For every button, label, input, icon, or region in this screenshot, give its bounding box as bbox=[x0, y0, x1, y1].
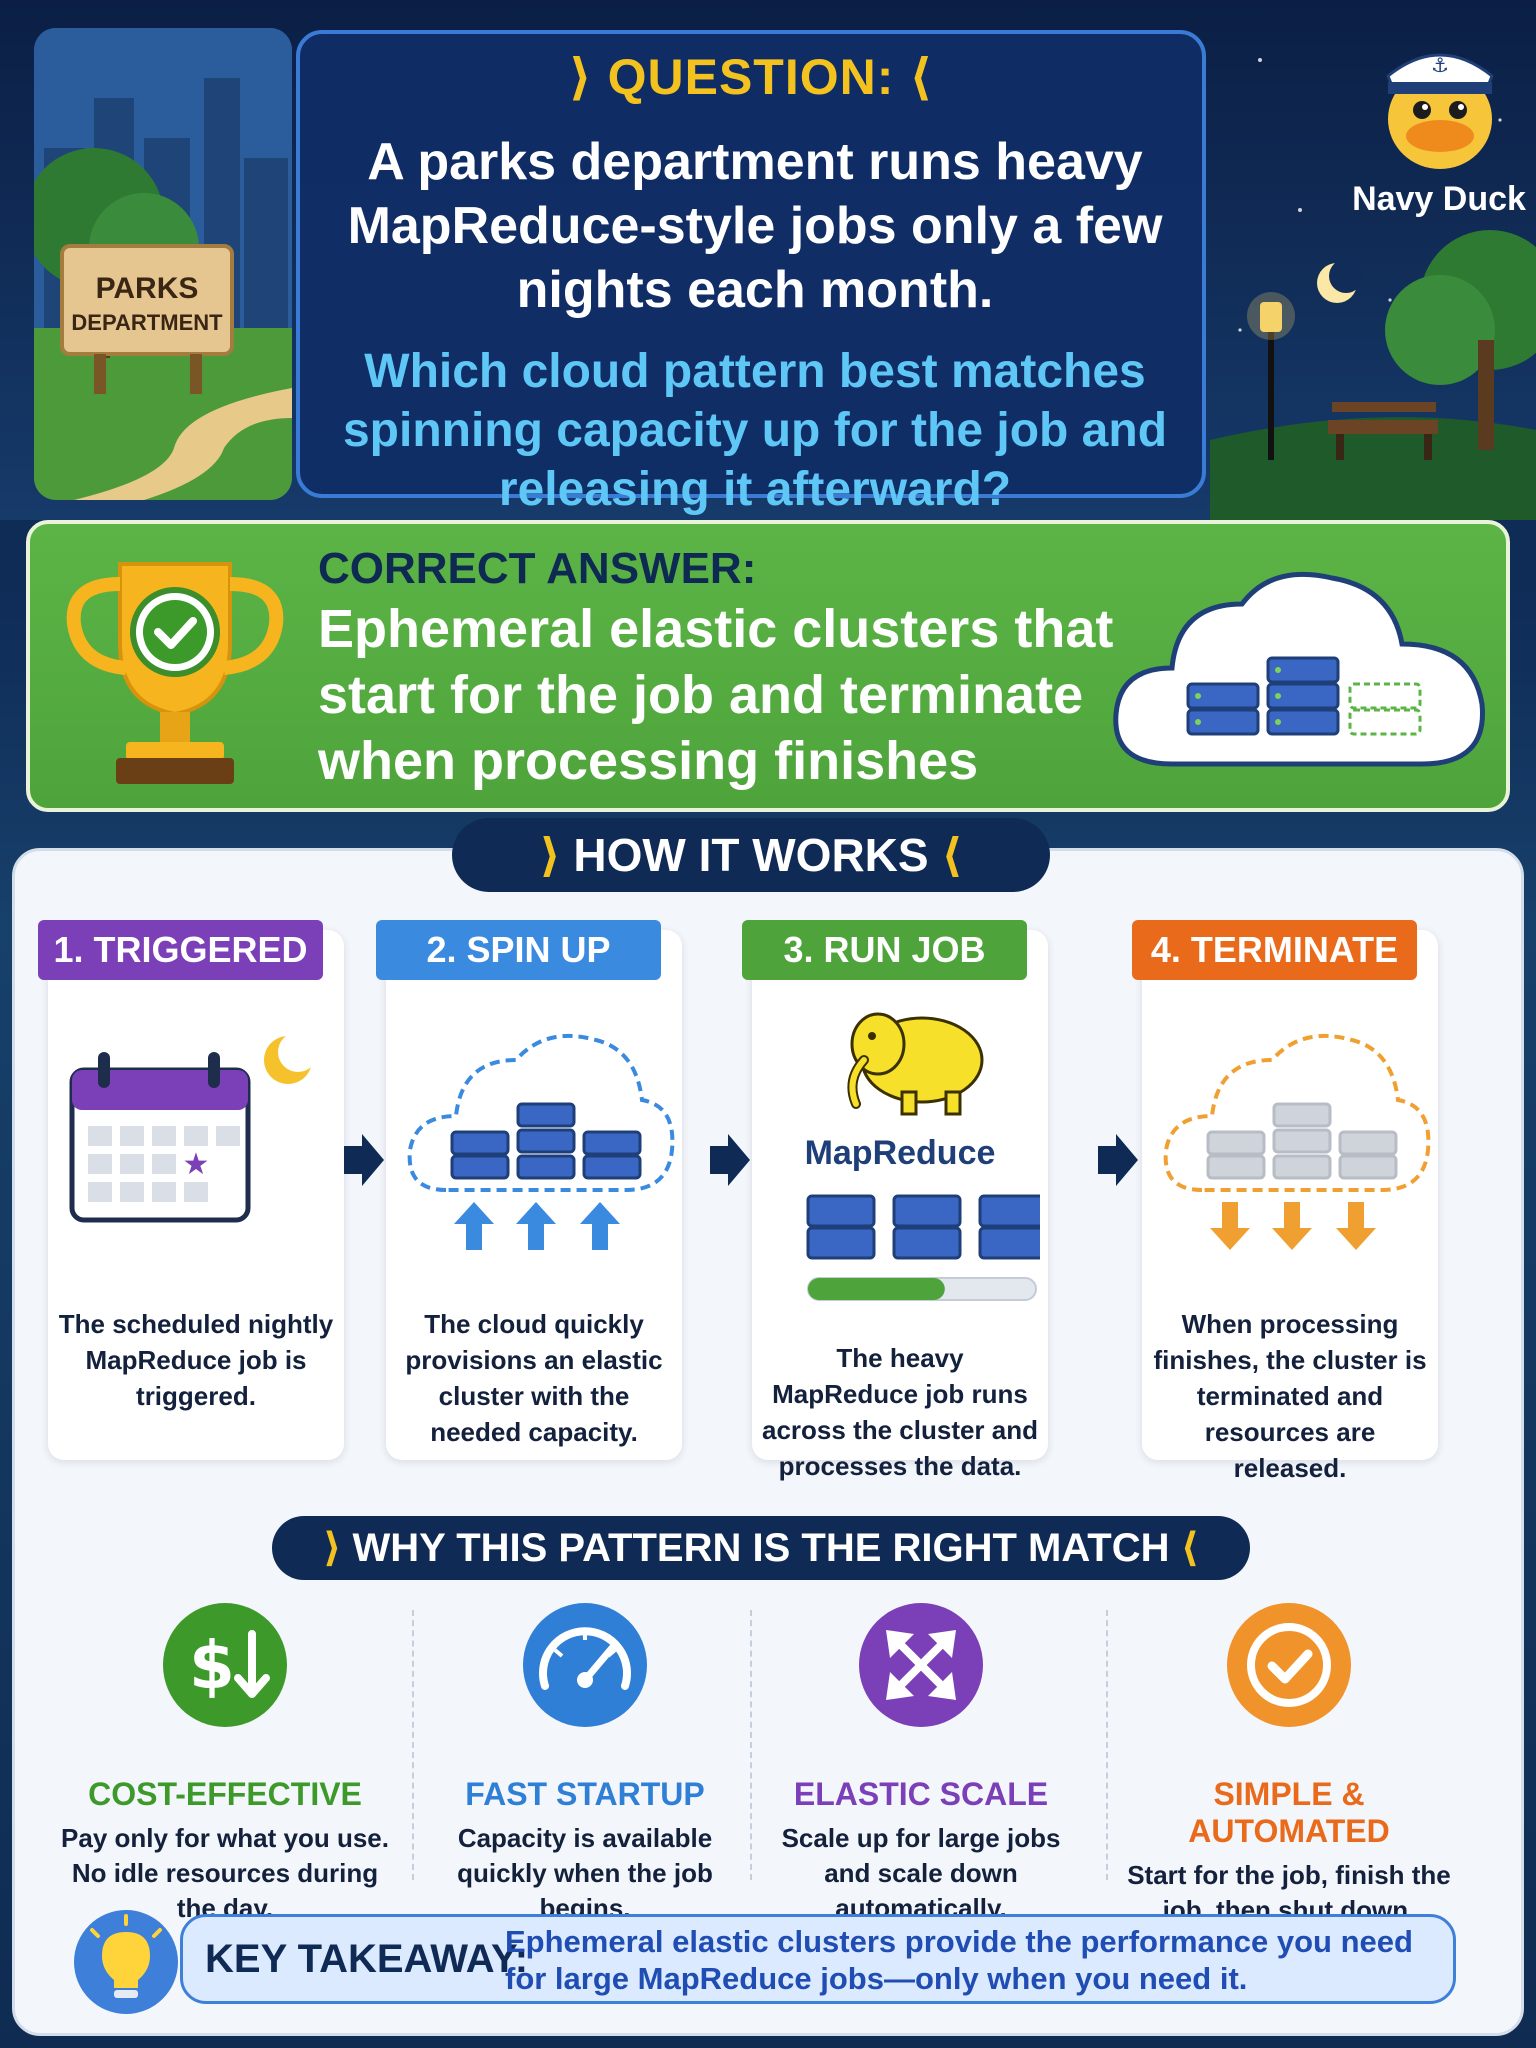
why-2-desc: Capacity is available quickly when the j… bbox=[457, 1823, 713, 1923]
step-2-desc: The cloud quickly provisions an elastic … bbox=[405, 1309, 663, 1447]
question-box: ⟩ QUESTION: ⟨ A parks department runs he… bbox=[296, 30, 1206, 516]
key-takeaway-box: KEY TAKEAWAY: Ephemeral elastic clusters… bbox=[180, 1914, 1456, 2004]
sign-line-2: DEPARTMENT bbox=[71, 310, 223, 335]
mapreduce-logo: MapReduce bbox=[804, 1134, 996, 1172]
question-text: A parks department runs heavy MapReduce-… bbox=[347, 133, 1163, 319]
question-label: ⟩ QUESTION: ⟨ bbox=[568, 49, 934, 105]
why-simple-automated: SIMPLE & AUTOMATED Start for the job, fi… bbox=[1124, 1600, 1454, 1928]
step-terminate: 4. TERMINATE When processing finishes, t… bbox=[1132, 920, 1438, 1483]
arrow-right-icon bbox=[710, 1134, 750, 1186]
divider bbox=[750, 1610, 752, 1880]
brand-name: Navy Duck bbox=[1352, 180, 1526, 218]
step-2-label: 2. SPIN UP bbox=[376, 920, 661, 980]
moon-icon bbox=[1317, 259, 1362, 303]
answer-label: CORRECT ANSWER: bbox=[318, 544, 757, 593]
sign-line-1: PARKS bbox=[95, 272, 199, 305]
step-1-label: 1. TRIGGERED bbox=[38, 920, 323, 980]
elephant-icon bbox=[847, 1012, 984, 1116]
takeaway-text: Ephemeral elastic clusters provide the p… bbox=[505, 1924, 1413, 1996]
why-2-title: FAST STARTUP bbox=[465, 1776, 705, 1812]
cloud-terminate-icon bbox=[1163, 1033, 1431, 1250]
why-elastic-scale: ELASTIC SCALE Scale up for large jobs an… bbox=[756, 1600, 1086, 1926]
step-triggered: 1. TRIGGERED ★ The scheduled nightly Map… bbox=[38, 920, 344, 1460]
expand-arrows-icon bbox=[859, 1603, 983, 1727]
why-cost-effective: $ COST-EFFECTIVE Pay only for what you u… bbox=[60, 1600, 390, 1926]
speedometer-icon bbox=[523, 1603, 647, 1727]
why-title: ⟩ WHY THIS PATTERN IS THE RIGHT MATCH ⟨ bbox=[272, 1516, 1250, 1580]
lightbulb-icon bbox=[74, 1910, 178, 2014]
cluster-progress-icon bbox=[806, 1194, 1040, 1301]
arrow-right-icon bbox=[1098, 1134, 1138, 1186]
why-fast-startup: FAST STARTUP Capacity is available quick… bbox=[420, 1600, 750, 1926]
cloud-spin-up-icon bbox=[407, 1033, 675, 1250]
arrow-right-icon bbox=[344, 1134, 384, 1186]
svg-text:$: $ bbox=[189, 1627, 235, 1704]
step-3-label: 3. RUN JOB bbox=[742, 920, 1027, 980]
svg-text:⚓: ⚓ bbox=[1431, 53, 1449, 77]
divider bbox=[1106, 1610, 1108, 1880]
why-1-title: COST-EFFECTIVE bbox=[88, 1776, 362, 1812]
step-run-job: 3. RUN JOB MapReduce The heavy MapReduce… bbox=[742, 920, 1048, 1481]
parks-department-photo: PARKS DEPARTMENT bbox=[34, 28, 292, 500]
correct-answer-banner: CORRECT ANSWER: Ephemeral elastic cluste… bbox=[26, 520, 1510, 812]
step-1-desc: The scheduled nightly MapReduce job is t… bbox=[58, 1309, 334, 1411]
answer-text: Ephemeral elastic clusters that start fo… bbox=[318, 599, 1114, 791]
calendar-moon-icon: ★ bbox=[69, 1032, 318, 1223]
why-3-title: ELASTIC SCALE bbox=[793, 1776, 1049, 1812]
hero-section: PARKS DEPARTMENT ⟩ QUESTION: ⟨ A parks d… bbox=[0, 0, 1536, 520]
why-4-title: SIMPLE & AUTOMATED bbox=[1188, 1776, 1390, 1849]
why-3-desc: Scale up for large jobs and scale down a… bbox=[781, 1823, 1061, 1923]
step-3-desc: The heavy MapReduce job runs across the … bbox=[762, 1343, 1038, 1481]
dollar-down-icon: $ bbox=[163, 1603, 287, 1727]
divider bbox=[412, 1610, 414, 1880]
svg-text:★: ★ bbox=[183, 1147, 210, 1182]
step-4-desc: When processing finishes, the cluster is… bbox=[1153, 1309, 1427, 1483]
step-spin-up: 2. SPIN UP The cloud quickly provisions … bbox=[376, 920, 682, 1460]
navy-duck-mascot-icon: ⚓ bbox=[1386, 53, 1494, 169]
how-it-works-title: ⟩ HOW IT WORKS ⟨ bbox=[452, 818, 1050, 892]
check-circle-icon bbox=[1227, 1603, 1351, 1727]
step-4-label: 4. TERMINATE bbox=[1132, 920, 1417, 980]
takeaway-label: KEY TAKEAWAY: bbox=[205, 1937, 529, 1981]
why-1-desc: Pay only for what you use. No idle resou… bbox=[61, 1823, 389, 1923]
question-subtext: Which cloud pattern best matches spinnin… bbox=[342, 345, 1168, 516]
cloud-cluster-icon bbox=[1113, 571, 1485, 767]
trophy-check-icon bbox=[66, 562, 284, 784]
